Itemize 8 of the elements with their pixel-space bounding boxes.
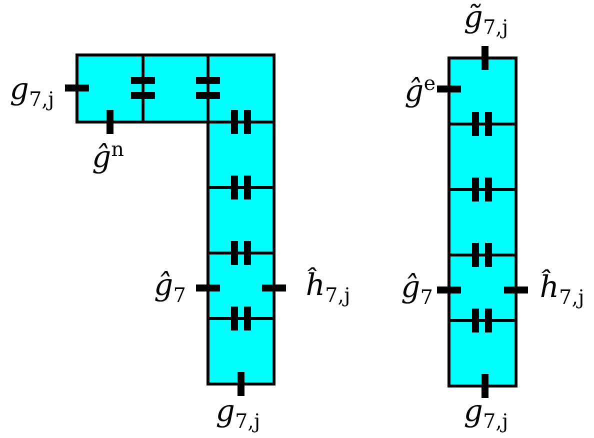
math-label: g$_{7,j}$ <box>216 397 260 431</box>
math-label: ĝ$_{7}$ <box>401 273 433 307</box>
math-label: ĝ$^{n}$ <box>92 139 124 173</box>
math-label: ĝ$_{7}$ <box>154 271 186 305</box>
math-label: g$_{7,j}$ <box>464 397 508 431</box>
math-label: g̃$_{7,j}$ <box>464 3 508 37</box>
math-label: g$_{7,j}$ <box>10 75 54 109</box>
math-label: ĝ$^{e}$ <box>404 73 436 107</box>
